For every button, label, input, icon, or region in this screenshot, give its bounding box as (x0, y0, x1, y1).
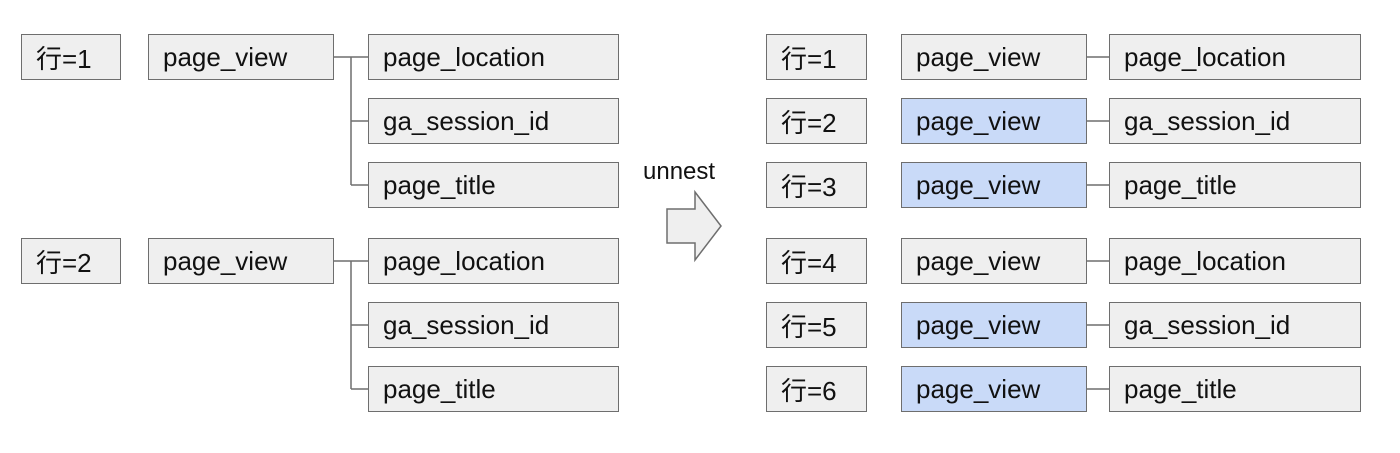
row-label: 行=1 (21, 34, 121, 80)
row-label: 行=5 (766, 302, 867, 348)
param-key-box: page_title (368, 162, 619, 208)
param-key-box: page_location (1109, 238, 1361, 284)
event-name-box: page_view (901, 238, 1087, 284)
param-key-box: page_location (1109, 34, 1361, 80)
row-label: 行=4 (766, 238, 867, 284)
row-label: 行=1 (766, 34, 867, 80)
param-key-box: page_title (1109, 366, 1361, 412)
unnest-arrow (666, 189, 722, 263)
param-key-box: ga_session_id (368, 98, 619, 144)
param-key-box: ga_session_id (1109, 302, 1361, 348)
event-name-box: page_view (148, 238, 334, 284)
row-label: 行=3 (766, 162, 867, 208)
event-name-box: page_view (901, 34, 1087, 80)
row-label: 行=6 (766, 366, 867, 412)
unnest-label: unnest (643, 158, 716, 185)
row-label: 行=2 (766, 98, 867, 144)
event-name-box: page_view (148, 34, 334, 80)
param-key-box: page_location (368, 238, 619, 284)
event-name-box: page_view (901, 162, 1087, 208)
param-key-box: page_location (368, 34, 619, 80)
param-key-box: ga_session_id (1109, 98, 1361, 144)
event-name-box: page_view (901, 366, 1087, 412)
event-name-box: page_view (901, 302, 1087, 348)
row-label: 行=2 (21, 238, 121, 284)
param-key-box: page_title (368, 366, 619, 412)
param-key-box: page_title (1109, 162, 1361, 208)
event-name-box: page_view (901, 98, 1087, 144)
param-key-box: ga_session_id (368, 302, 619, 348)
